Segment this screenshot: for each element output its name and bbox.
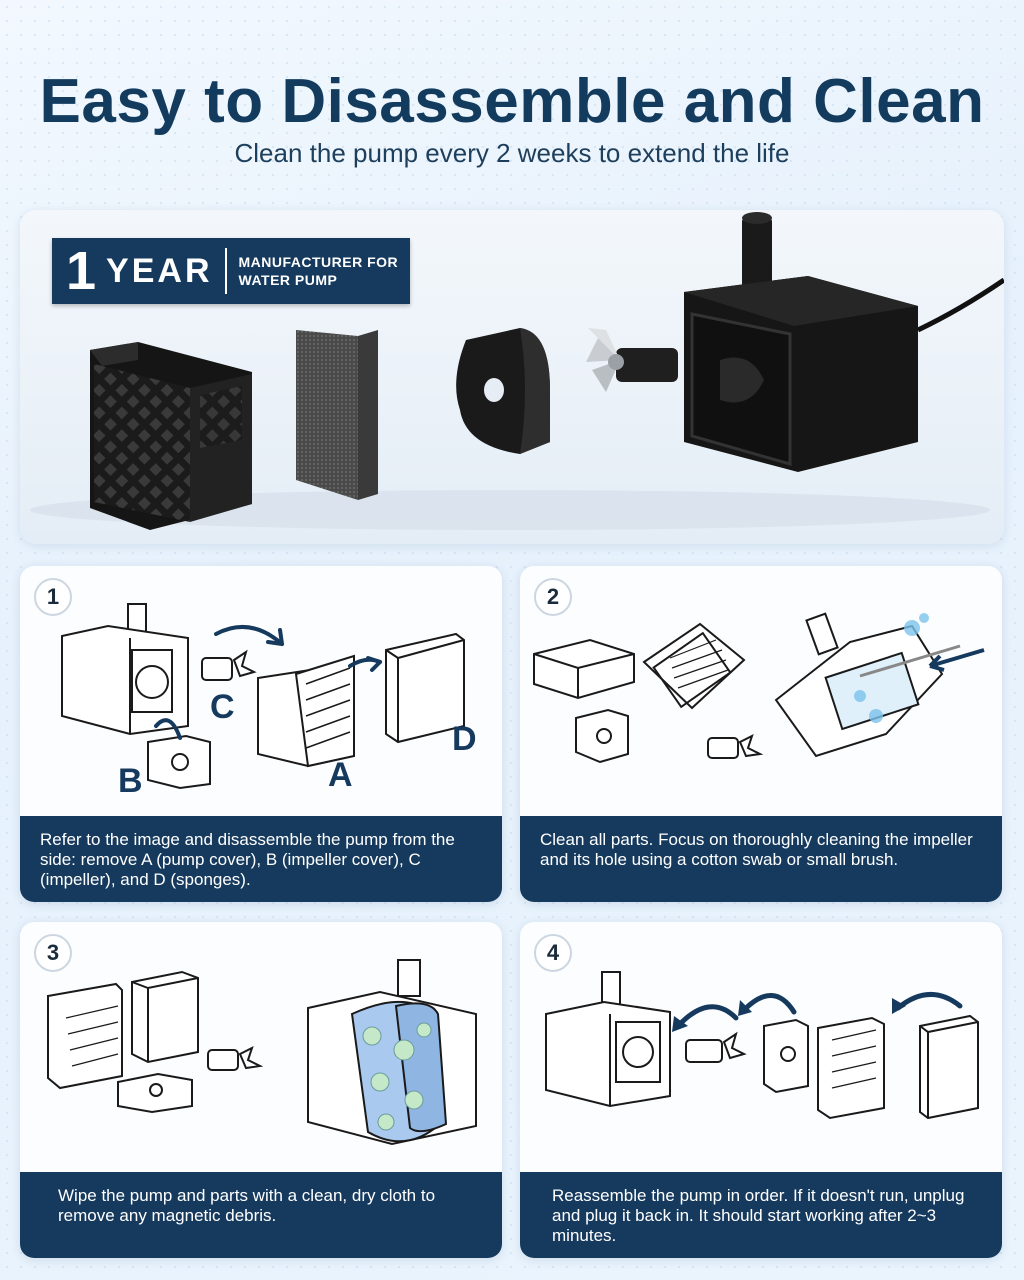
hero-exploded-view: 1 YEAR MANUFACTURER FOR WATER PUMP [20, 210, 1004, 544]
step-caption: Reassemble the pump in order. If it does… [520, 1172, 1002, 1258]
impeller-part [586, 328, 678, 392]
impeller-cover-part [456, 328, 550, 454]
page-subtitle: Clean the pump every 2 weeks to extend t… [234, 138, 790, 168]
warranty-line-2: WATER PUMP [238, 272, 338, 288]
warranty-description: MANUFACTURER FOR WATER PUMP [239, 253, 399, 289]
label-c: C [210, 688, 235, 726]
pump-body-part [684, 212, 1004, 472]
page-title: Easy to Disassemble and Clean [39, 67, 985, 136]
step-number-badge: 2 [534, 578, 572, 616]
step-caption: Refer to the image and disassemble the p… [20, 816, 502, 902]
step-caption: Clean all parts. Focus on thoroughly cle… [520, 816, 1002, 902]
badge-divider [224, 248, 227, 294]
step-1-disassembly-illustration: C B A D [61, 603, 477, 800]
step-card-3: 3 Wipe the pump and parts with a clean, … [20, 922, 502, 1258]
step-card-2: 2 Clean all parts. Focus [520, 566, 1002, 902]
sponge-part [296, 330, 378, 500]
warranty-badge: 1 YEAR MANUFACTURER FOR WATER PUMP [52, 238, 410, 304]
label-b: B [118, 762, 143, 800]
step-4-reassembly-illustration [545, 971, 979, 1120]
label-a: A [328, 756, 353, 794]
pump-cover-part [90, 342, 252, 530]
step-2-cleaning-illustration [533, 612, 985, 764]
step-number-badge: 4 [534, 934, 572, 972]
step-3-wiping-illustration [47, 959, 477, 1146]
step-number-badge: 3 [34, 934, 72, 972]
step-caption: Wipe the pump and parts with a clean, dr… [20, 1172, 502, 1258]
warranty-years: 1 [66, 241, 97, 301]
step-number-badge: 1 [34, 578, 72, 616]
warranty-unit: YEAR [106, 251, 213, 290]
exploded-pump-illustration [30, 212, 1004, 530]
warranty-line-1: MANUFACTURER FOR [238, 254, 399, 270]
step-card-4: 4 Rea [520, 922, 1002, 1258]
step-card-1: 1 C B A D [20, 566, 502, 902]
label-d: D [452, 720, 477, 758]
